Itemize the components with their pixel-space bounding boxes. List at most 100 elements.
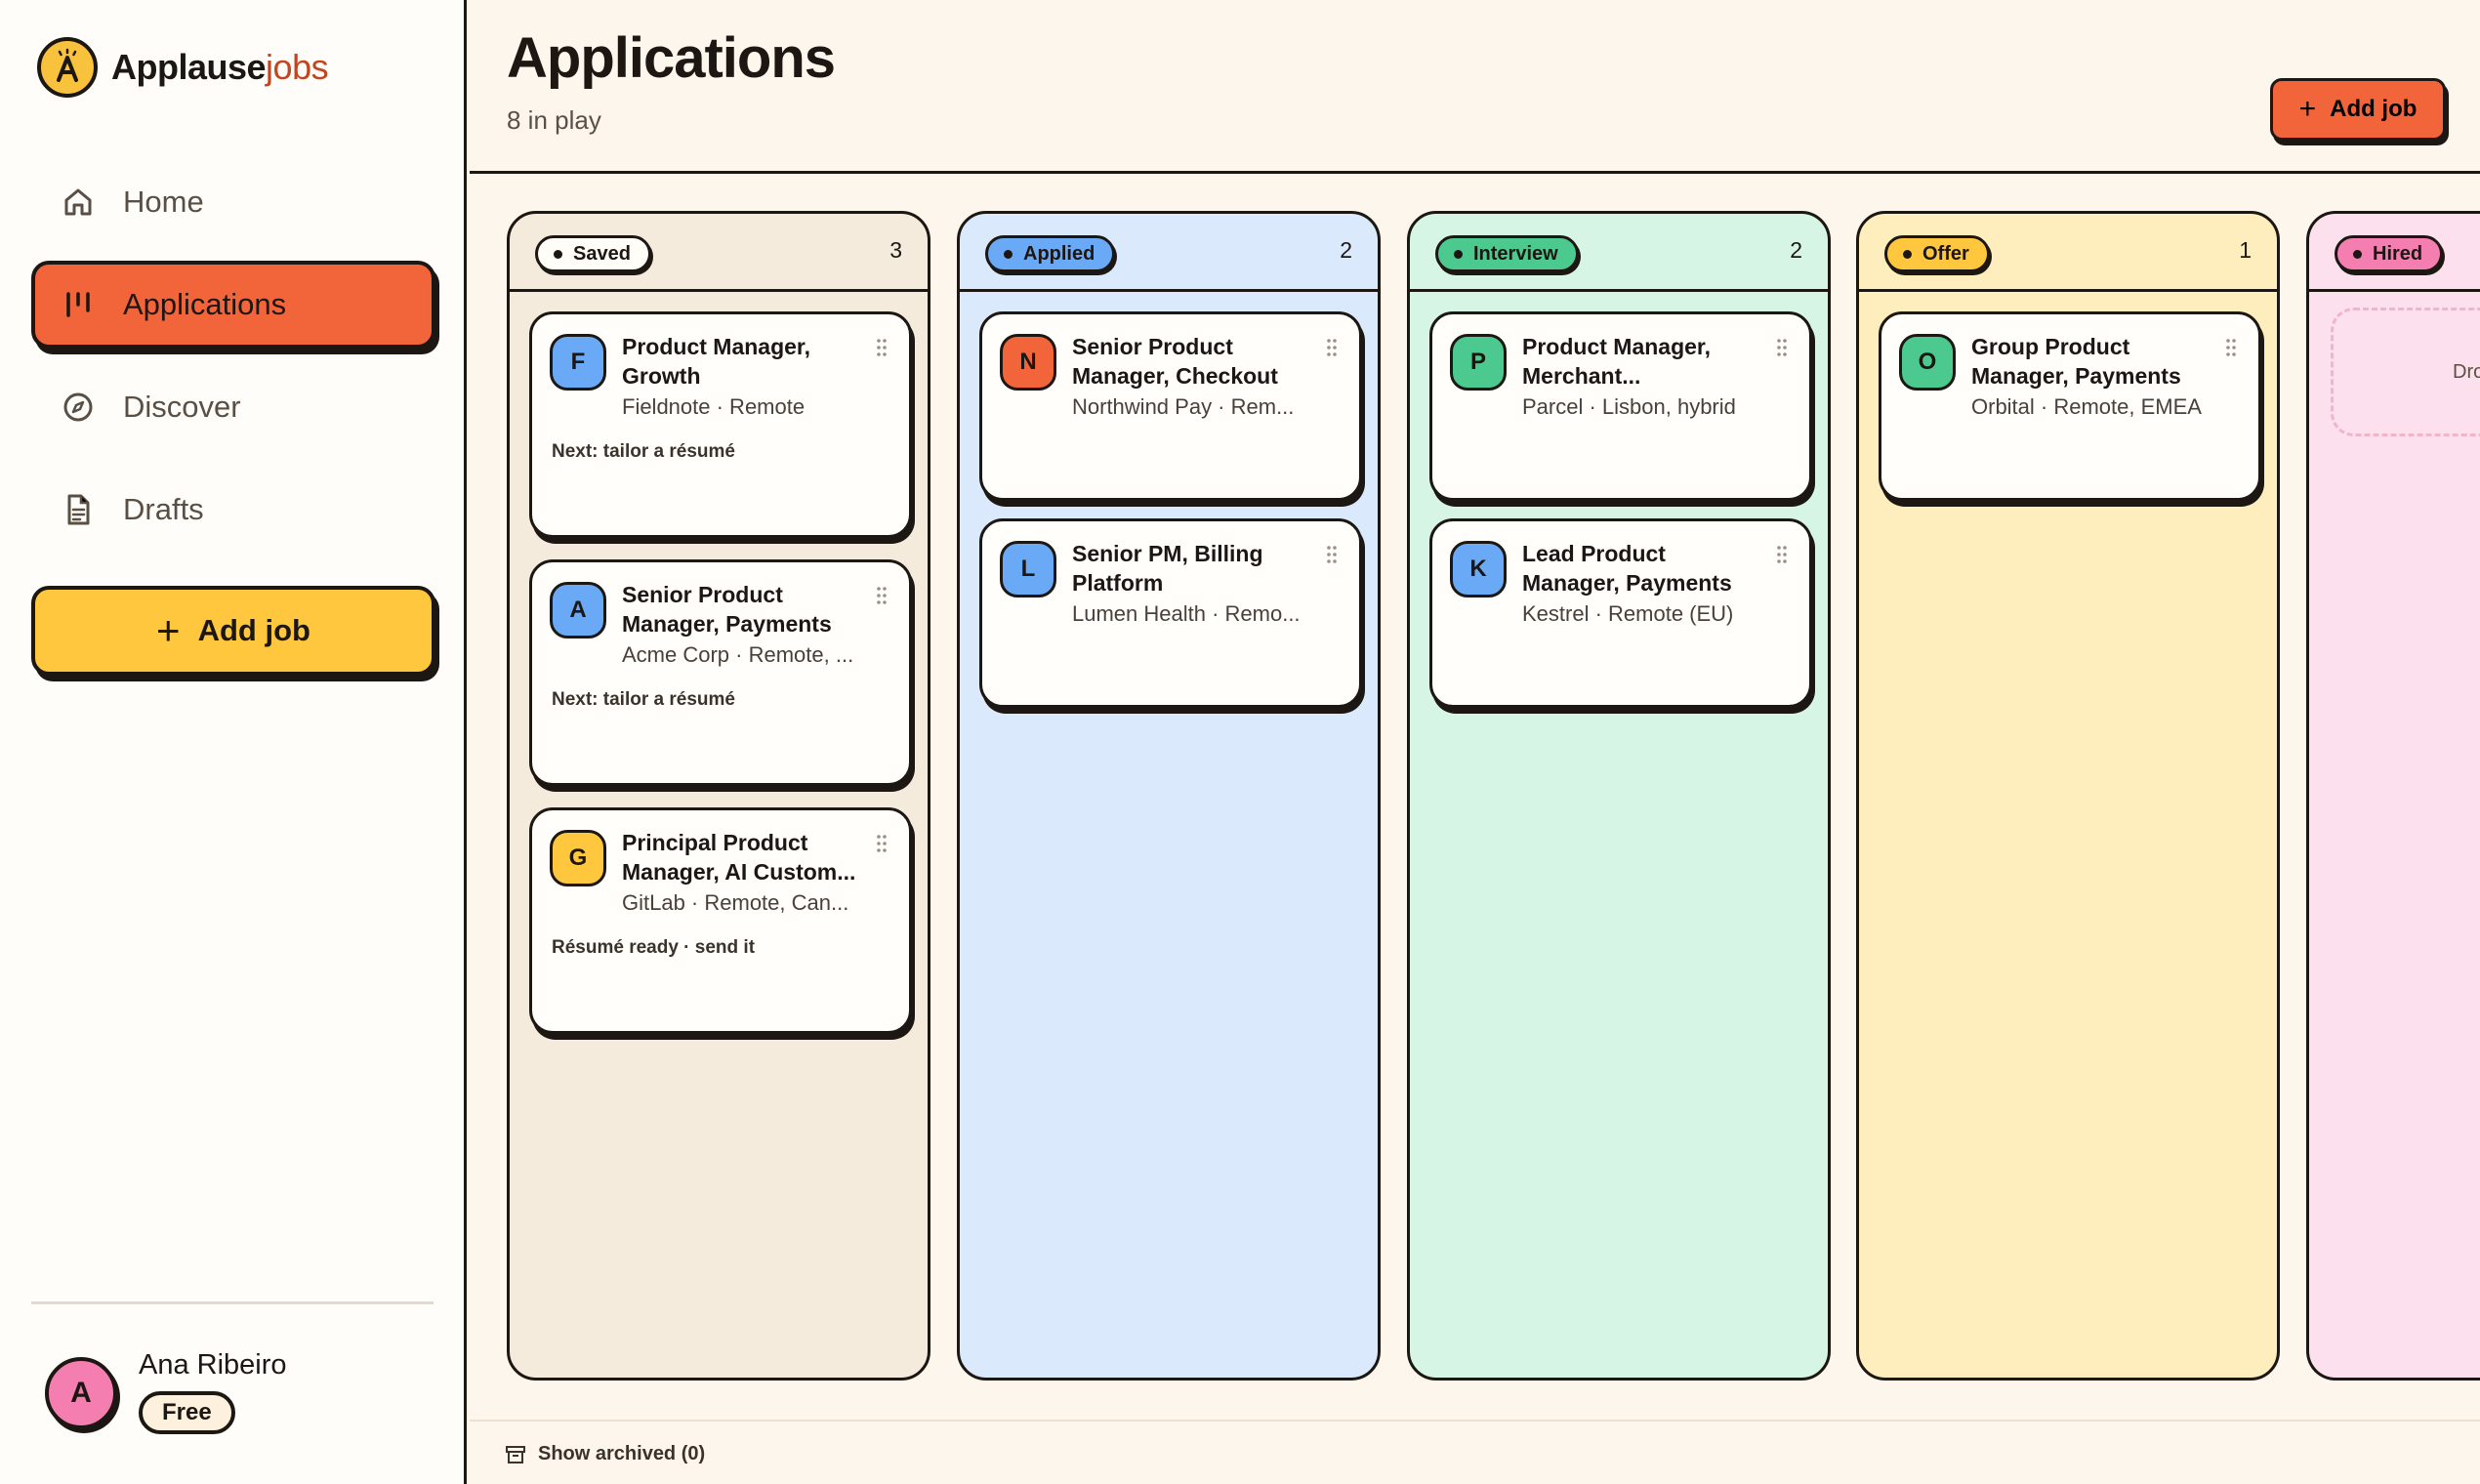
job-title: Product Manager, Merchant... [1522,334,1711,389]
company-location: Kestrel · Remote (EU) [1522,601,1734,626]
header-add-job-button[interactable]: + Add job [2270,78,2446,141]
user-info: Ana Ribeiro Free [139,1349,287,1434]
drag-handle-icon[interactable] [876,834,888,858]
next-step: Next: tailor a résumé [552,441,735,462]
job-title: Senior Product Manager, Payments [622,582,832,637]
column-saved: Saved 3 F Product Manager, Growth Fieldn… [507,211,930,1381]
sidebar: Applausejobs Home Applications Discover [0,0,467,1484]
drop-zone-label: Drop [2453,361,2480,383]
avatar: A [45,1357,117,1429]
column-hired: Hired Drop [2306,211,2480,1381]
company-avatar: N [1000,334,1056,391]
column-count: 1 [2239,237,2252,263]
status-pill: Hired [2335,235,2444,272]
job-card[interactable]: O Group Product Manager, Payments Orbita… [1879,311,2261,501]
sidebar-item-home[interactable]: Home [31,158,435,246]
next-step: Résumé ready · send it [552,937,756,958]
column-header: Saved 3 [510,214,928,292]
job-title: Product Manager, Growth [622,334,810,389]
drop-zone[interactable]: Drop [2331,308,2480,436]
job-card[interactable]: N Senior Product Manager, Checkout North… [979,311,1362,501]
drag-handle-icon[interactable] [2225,338,2237,362]
column-applied: Applied 2 N Senior Product Manager, Chec… [957,211,1381,1381]
board-footer: Show archived (0) [470,1420,2480,1484]
user-profile[interactable]: A Ana Ribeiro Free [45,1349,287,1434]
status-pill: Saved [535,235,651,272]
job-card[interactable]: A Senior Product Manager, Payments Acme … [529,559,912,786]
sidebar-item-label: Home [123,185,204,219]
applause-logo-icon [37,37,98,98]
add-job-label: Add job [197,613,310,647]
sidebar-nav: Home Applications Discover Drafts [31,158,435,568]
brand-name-main: Applause [111,47,267,87]
company-location: GitLab · Remote, Can... [622,890,849,915]
job-card[interactable]: L Senior PM, Billing Platform Lumen Heal… [979,518,1362,708]
company-location: Northwind Pay · Rem... [1072,394,1295,419]
job-title: Lead Product Manager, Payments [1522,541,1732,596]
job-title: Senior Product Manager, Checkout [1072,334,1278,389]
show-archived-button[interactable]: Show archived (0) [505,1443,705,1465]
columns-icon [59,285,98,324]
column-count: 2 [1790,237,1802,263]
company-avatar: K [1450,541,1507,598]
company-location: Parcel · Lisbon, hybrid [1522,394,1736,419]
drag-handle-icon[interactable] [1326,338,1338,362]
job-title: Principal Product Manager, AI Custom... [622,830,856,885]
compass-icon [59,388,98,427]
sidebar-item-applications[interactable]: Applications [31,261,435,349]
company-location: Lumen Health · Remo... [1072,601,1301,626]
column-header: Hired [2309,214,2480,292]
column-header: Applied 2 [960,214,1378,292]
sidebar-divider [31,1301,434,1304]
add-job-label: Add job [2330,96,2418,122]
job-title: Group Product Manager, Payments [1971,334,2181,389]
status-pill: Interview [1435,235,1579,272]
status-pill: Applied [985,235,1116,272]
column-header: Interview 2 [1410,214,1828,292]
status-pill: Offer [1884,235,1990,272]
plus-icon: + [156,607,181,653]
company-location: Acme Corp · Remote, ... [622,642,854,667]
column-count: 2 [1340,237,1352,263]
company-avatar: O [1899,334,1956,391]
brand-name: Applausejobs [111,47,329,88]
sidebar-add-job-button[interactable]: + Add job [31,586,435,676]
brand-name-accent: jobs [266,47,329,87]
archive-icon [505,1445,526,1464]
column-count: 3 [889,237,902,263]
sidebar-item-label: Applications [123,287,287,321]
company-location: Orbital · Remote, EMEA [1971,394,2202,419]
home-icon [59,183,98,222]
plan-badge: Free [139,1391,235,1434]
sidebar-item-label: Drafts [123,492,204,526]
company-avatar: F [550,334,606,391]
job-card[interactable]: F Product Manager, Growth Fieldnote · Re… [529,311,912,538]
drag-handle-icon[interactable] [876,586,888,610]
sidebar-item-drafts[interactable]: Drafts [31,466,435,554]
drag-handle-icon[interactable] [1776,338,1788,362]
company-avatar: P [1450,334,1507,391]
brand-logo[interactable]: Applausejobs [37,37,329,98]
job-card[interactable]: P Product Manager, Merchant... Parcel · … [1429,311,1812,501]
next-step: Next: tailor a résumé [552,689,735,710]
job-title: Senior PM, Billing Platform [1072,541,1263,596]
drag-handle-icon[interactable] [1326,545,1338,569]
sidebar-item-discover[interactable]: Discover [31,363,435,451]
page-title: Applications [507,26,836,90]
company-avatar: L [1000,541,1056,598]
drag-handle-icon[interactable] [1776,545,1788,569]
plus-icon: + [2298,93,2317,125]
company-avatar: A [550,582,606,639]
company-location: Fieldnote · Remote [622,394,806,419]
job-card[interactable]: G Principal Product Manager, AI Custom..… [529,807,912,1034]
drag-handle-icon[interactable] [876,338,888,362]
show-archived-label: Show archived (0) [538,1443,706,1464]
page-subtitle: 8 in play [507,105,601,135]
column-header: Offer 1 [1859,214,2277,292]
user-name: Ana Ribeiro [139,1349,287,1381]
column-interview: Interview 2 P Product Manager, Merchant.… [1407,211,1831,1381]
company-avatar: G [550,830,606,886]
job-card[interactable]: K Lead Product Manager, Payments Kestrel… [1429,518,1812,708]
column-offer: Offer 1 O Group Product Manager, Payment… [1856,211,2280,1381]
main-header: Applications 8 in play + Add job [470,0,2480,174]
